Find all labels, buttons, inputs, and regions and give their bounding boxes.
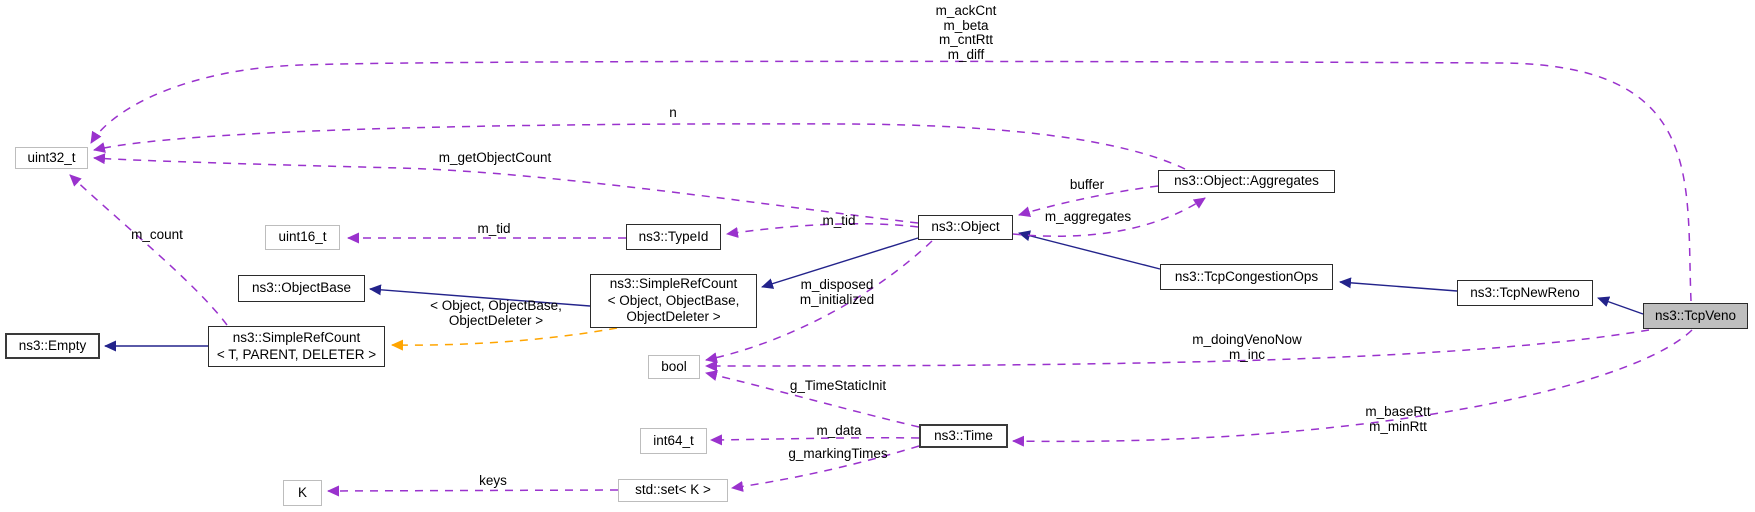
edge-label-m-aggregates: m_aggregates	[1044, 209, 1132, 224]
edge-inh-tcpveno-to-tcpnewreno	[1597, 296, 1644, 315]
edge-use-aggregates-to-uint32t	[93, 123, 1186, 170]
edge-label-g-markingtimes: g_markingTimes	[788, 446, 888, 461]
node-int64-t: int64_t	[640, 428, 707, 454]
edge-inh-object-to-simplerefcount-object	[761, 237, 919, 289]
node-ns3-typeid[interactable]: ns3::TypeId	[626, 224, 721, 250]
edge-label-m-basertt-m-minrtt: m_baseRtt m_minRtt	[1365, 404, 1431, 434]
edge-template-simplerefcount-object-to-simplerefcount-t	[391, 327, 618, 351]
edge-inh-tcpcongestionops-to-object	[1018, 230, 1161, 270]
edge-label-m-getobjectcount: m_getObjectCount	[438, 150, 552, 165]
node-k: K	[283, 480, 322, 506]
node-ns3-objectbase[interactable]: ns3::ObjectBase	[238, 275, 365, 302]
edge-label-tcpveno-uint32t: m_ackCnt m_beta m_cntRtt m_diff	[935, 3, 997, 62]
node-ns3-object-aggregates[interactable]: ns3::Object::Aggregates	[1158, 170, 1335, 193]
edge-use-time-to-bool	[705, 370, 920, 428]
edge-use-aggregates-to-object-buffer	[1018, 185, 1159, 218]
node-ns3-tcpcongestionops[interactable]: ns3::TcpCongestionOps	[1160, 264, 1333, 290]
node-ns3-tcpnewreno[interactable]: ns3::TcpNewReno	[1457, 280, 1593, 306]
node-ns3-empty[interactable]: ns3::Empty	[5, 333, 100, 359]
node-bool: bool	[648, 355, 700, 379]
edge-use-object-to-uint32t	[93, 153, 919, 224]
node-ns3-simplerefcount-t[interactable]: ns3::SimpleRefCount < T, PARENT, DELETER…	[208, 326, 385, 367]
edge-use-stdset-to-k	[327, 485, 619, 497]
edge-use-object-to-aggregates	[1012, 197, 1206, 237]
edge-label-keys: keys	[479, 473, 507, 488]
node-ns3-simplerefcount-object[interactable]: ns3::SimpleRefCount < Object, ObjectBase…	[590, 274, 757, 328]
edge-use-time-to-stdset	[731, 445, 920, 492]
edge-use-object-to-bool	[705, 240, 933, 364]
edge-inh-tcpnewreno-to-tcpcongestionops	[1339, 277, 1458, 292]
node-std-set-k: std::set< K >	[618, 479, 728, 502]
edge-label-template-args: < Object, ObjectBase, ObjectDeleter >	[430, 298, 562, 328]
edge-label-g-timestaticinit: g_TimeStaticInit	[789, 378, 887, 393]
edge-label-buffer: buffer	[1069, 177, 1105, 192]
edge-use-simplerefcount-t-to-uint32t	[69, 174, 228, 326]
edge-use-time-to-int64t	[710, 434, 920, 446]
edge-inh-simplerefcount-object-to-objectbase	[369, 284, 591, 307]
edge-label-m-doingvenonow-m-inc: m_doingVenoNow m_inc	[1192, 332, 1302, 362]
edge-label-m-count: m_count	[131, 227, 183, 242]
node-ns3-time[interactable]: ns3::Time	[919, 424, 1008, 448]
edge-label-m-tid-typeid: m_tid	[477, 221, 511, 236]
edge-label-m-data: m_data	[816, 423, 862, 438]
node-ns3-tcpveno: ns3::TcpVeno	[1643, 303, 1748, 329]
edge-use-tcpveno-to-time	[1012, 329, 1693, 447]
edge-label-m-tid-object: m_tid	[822, 213, 856, 228]
edge-use-tcpveno-to-uint32t	[90, 60, 1692, 302]
edge-label-m-disposed-m-initialized: m_disposed m_initialized	[799, 277, 875, 307]
edge-label-n: n	[669, 105, 677, 120]
node-uint16-t: uint16_t	[265, 225, 340, 250]
node-ns3-object[interactable]: ns3::Object	[918, 215, 1013, 240]
node-uint32-t: uint32_t	[15, 147, 88, 169]
edge-use-tcpveno-to-bool	[705, 329, 1650, 372]
edge-use-object-to-typeid	[726, 222, 919, 238]
